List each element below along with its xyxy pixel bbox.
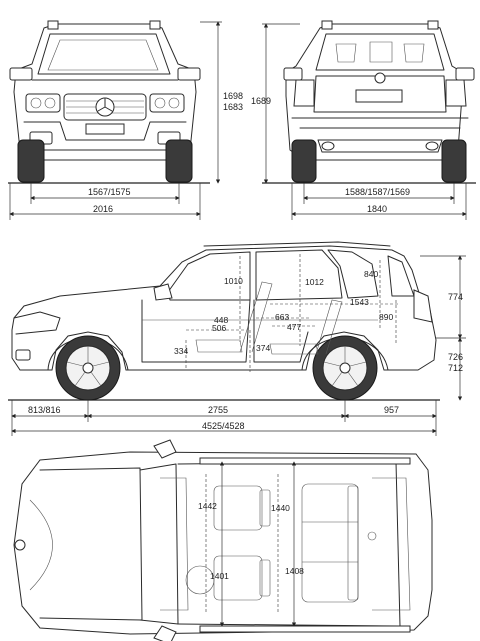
- rear-overhang-label: 957: [384, 405, 399, 415]
- front-height-label: 1698: [223, 91, 243, 101]
- lower-height-label: 726: [448, 352, 463, 362]
- front-elbow-label: 1401: [210, 571, 229, 581]
- front-overhang-label: 813/816: [28, 405, 61, 415]
- side-view: 1010 1012 840 1543 890 448 506 663 477 3…: [8, 241, 466, 436]
- rear-seat-height-label: 663: [275, 312, 289, 322]
- front-shoulder-label: 1442: [198, 501, 217, 511]
- rear-seat-depth-label: 477: [287, 322, 301, 332]
- front-width-label: 2016: [93, 204, 113, 214]
- rear-track-label: 1588/1587/1569: [345, 187, 410, 197]
- rear-view: 1689 1588/1587/1569: [251, 20, 476, 220]
- cargo-opening-label: 890: [379, 312, 393, 322]
- front-seat-depth-label: 506: [212, 323, 226, 333]
- overall-length-label: 4525/4528: [202, 421, 245, 431]
- top-view: 1442 1440 1401 1408: [13, 439, 433, 641]
- rear-shoulder-label: 1440: [271, 503, 290, 513]
- front-legroom-label: 374: [256, 343, 270, 353]
- cargo-length-label: 1543: [350, 297, 369, 307]
- rear-height-label: 1689: [251, 96, 271, 106]
- front-seat-height-label: 448: [214, 315, 228, 325]
- front-track-label: 1567/1575: [88, 187, 131, 197]
- rear-width-label: 1840: [367, 204, 387, 214]
- cargo-height-label: 840: [364, 269, 378, 279]
- lower-height-alt-label: 712: [448, 363, 463, 373]
- front-floor-label: 334: [174, 346, 188, 356]
- rear-headroom-label: 1012: [305, 277, 324, 287]
- front-headroom-label: 1010: [224, 276, 243, 286]
- front-view: 1698 1683 1567/1575 2016: [8, 20, 243, 220]
- front-height-alt-label: 1683: [223, 102, 243, 112]
- upper-height-label: 774: [448, 292, 463, 302]
- rear-elbow-label: 1408: [285, 566, 304, 576]
- wheelbase-label: 2755: [208, 405, 228, 415]
